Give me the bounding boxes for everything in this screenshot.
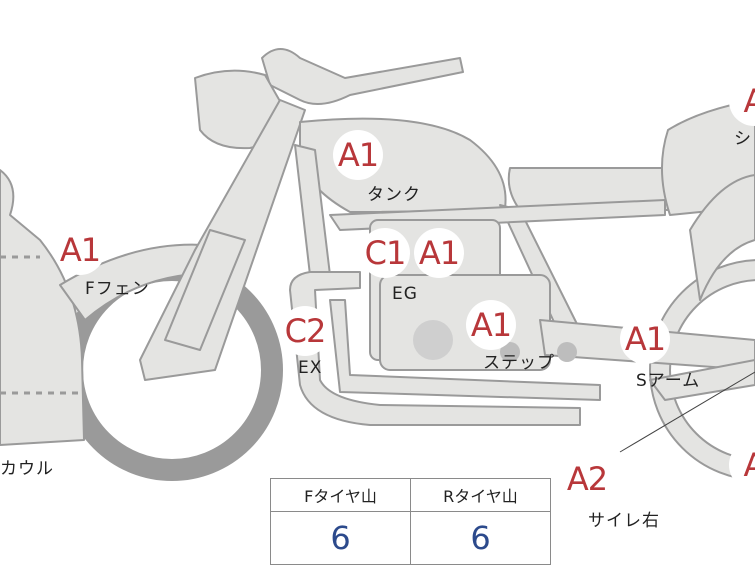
tire-tread-table: Fタイヤ山 Rタイヤ山 6 6: [270, 478, 551, 565]
front-tire-header: Fタイヤ山: [270, 478, 411, 512]
grade-ex: C2: [280, 306, 330, 356]
label-saile: サイレ右: [588, 511, 660, 531]
label-cowl: カウル: [0, 459, 54, 479]
grade-tank: A1: [333, 130, 383, 180]
leader-line: [619, 371, 755, 453]
exhaust: [289, 271, 581, 426]
label-s-arm: Sアーム: [636, 371, 701, 391]
rear-wheel: [650, 260, 755, 480]
rear-tire-header: Rタイヤ山: [410, 478, 551, 512]
label-step: ステップ: [483, 353, 555, 373]
handlebar: [261, 48, 464, 105]
grade-eg-right: A1: [414, 228, 464, 278]
grade-s-arm: A1: [620, 314, 670, 364]
label-tank: タンク: [367, 185, 421, 205]
grade-step: A1: [466, 300, 516, 350]
label-seat: シ: [734, 129, 752, 149]
grade-eg-left: C1: [360, 228, 410, 278]
front-cowl: [0, 169, 85, 446]
grade-f-fender: A1: [55, 225, 105, 275]
label-ex: EX: [298, 358, 323, 378]
grade-saile: A2: [562, 454, 612, 504]
label-eg: EG: [392, 284, 418, 304]
rear-tire-value: 6: [410, 511, 551, 565]
front-tire-value: 6: [270, 511, 411, 565]
label-f-fender: Fフェン: [85, 279, 150, 299]
